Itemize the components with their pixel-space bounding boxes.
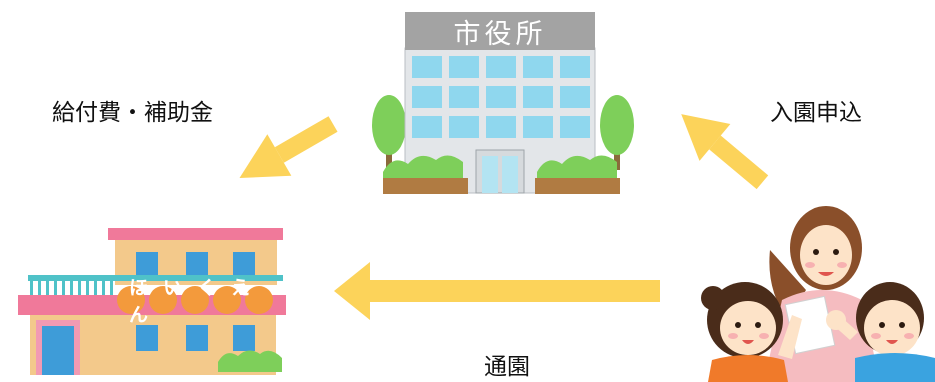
label-attendance: 通園 xyxy=(484,354,530,380)
nursery-sign: ほいくえん xyxy=(117,277,273,326)
label-subsidy: 給付費・補助金 xyxy=(52,100,213,126)
nursery-sign-text: ほいくえん xyxy=(129,277,266,326)
city-hall-windows xyxy=(412,56,590,138)
label-application: 入園申込 xyxy=(770,100,862,126)
city-hall-sign: 市役所 xyxy=(405,12,595,50)
city-hall-sign-text: 市役所 xyxy=(453,18,547,50)
